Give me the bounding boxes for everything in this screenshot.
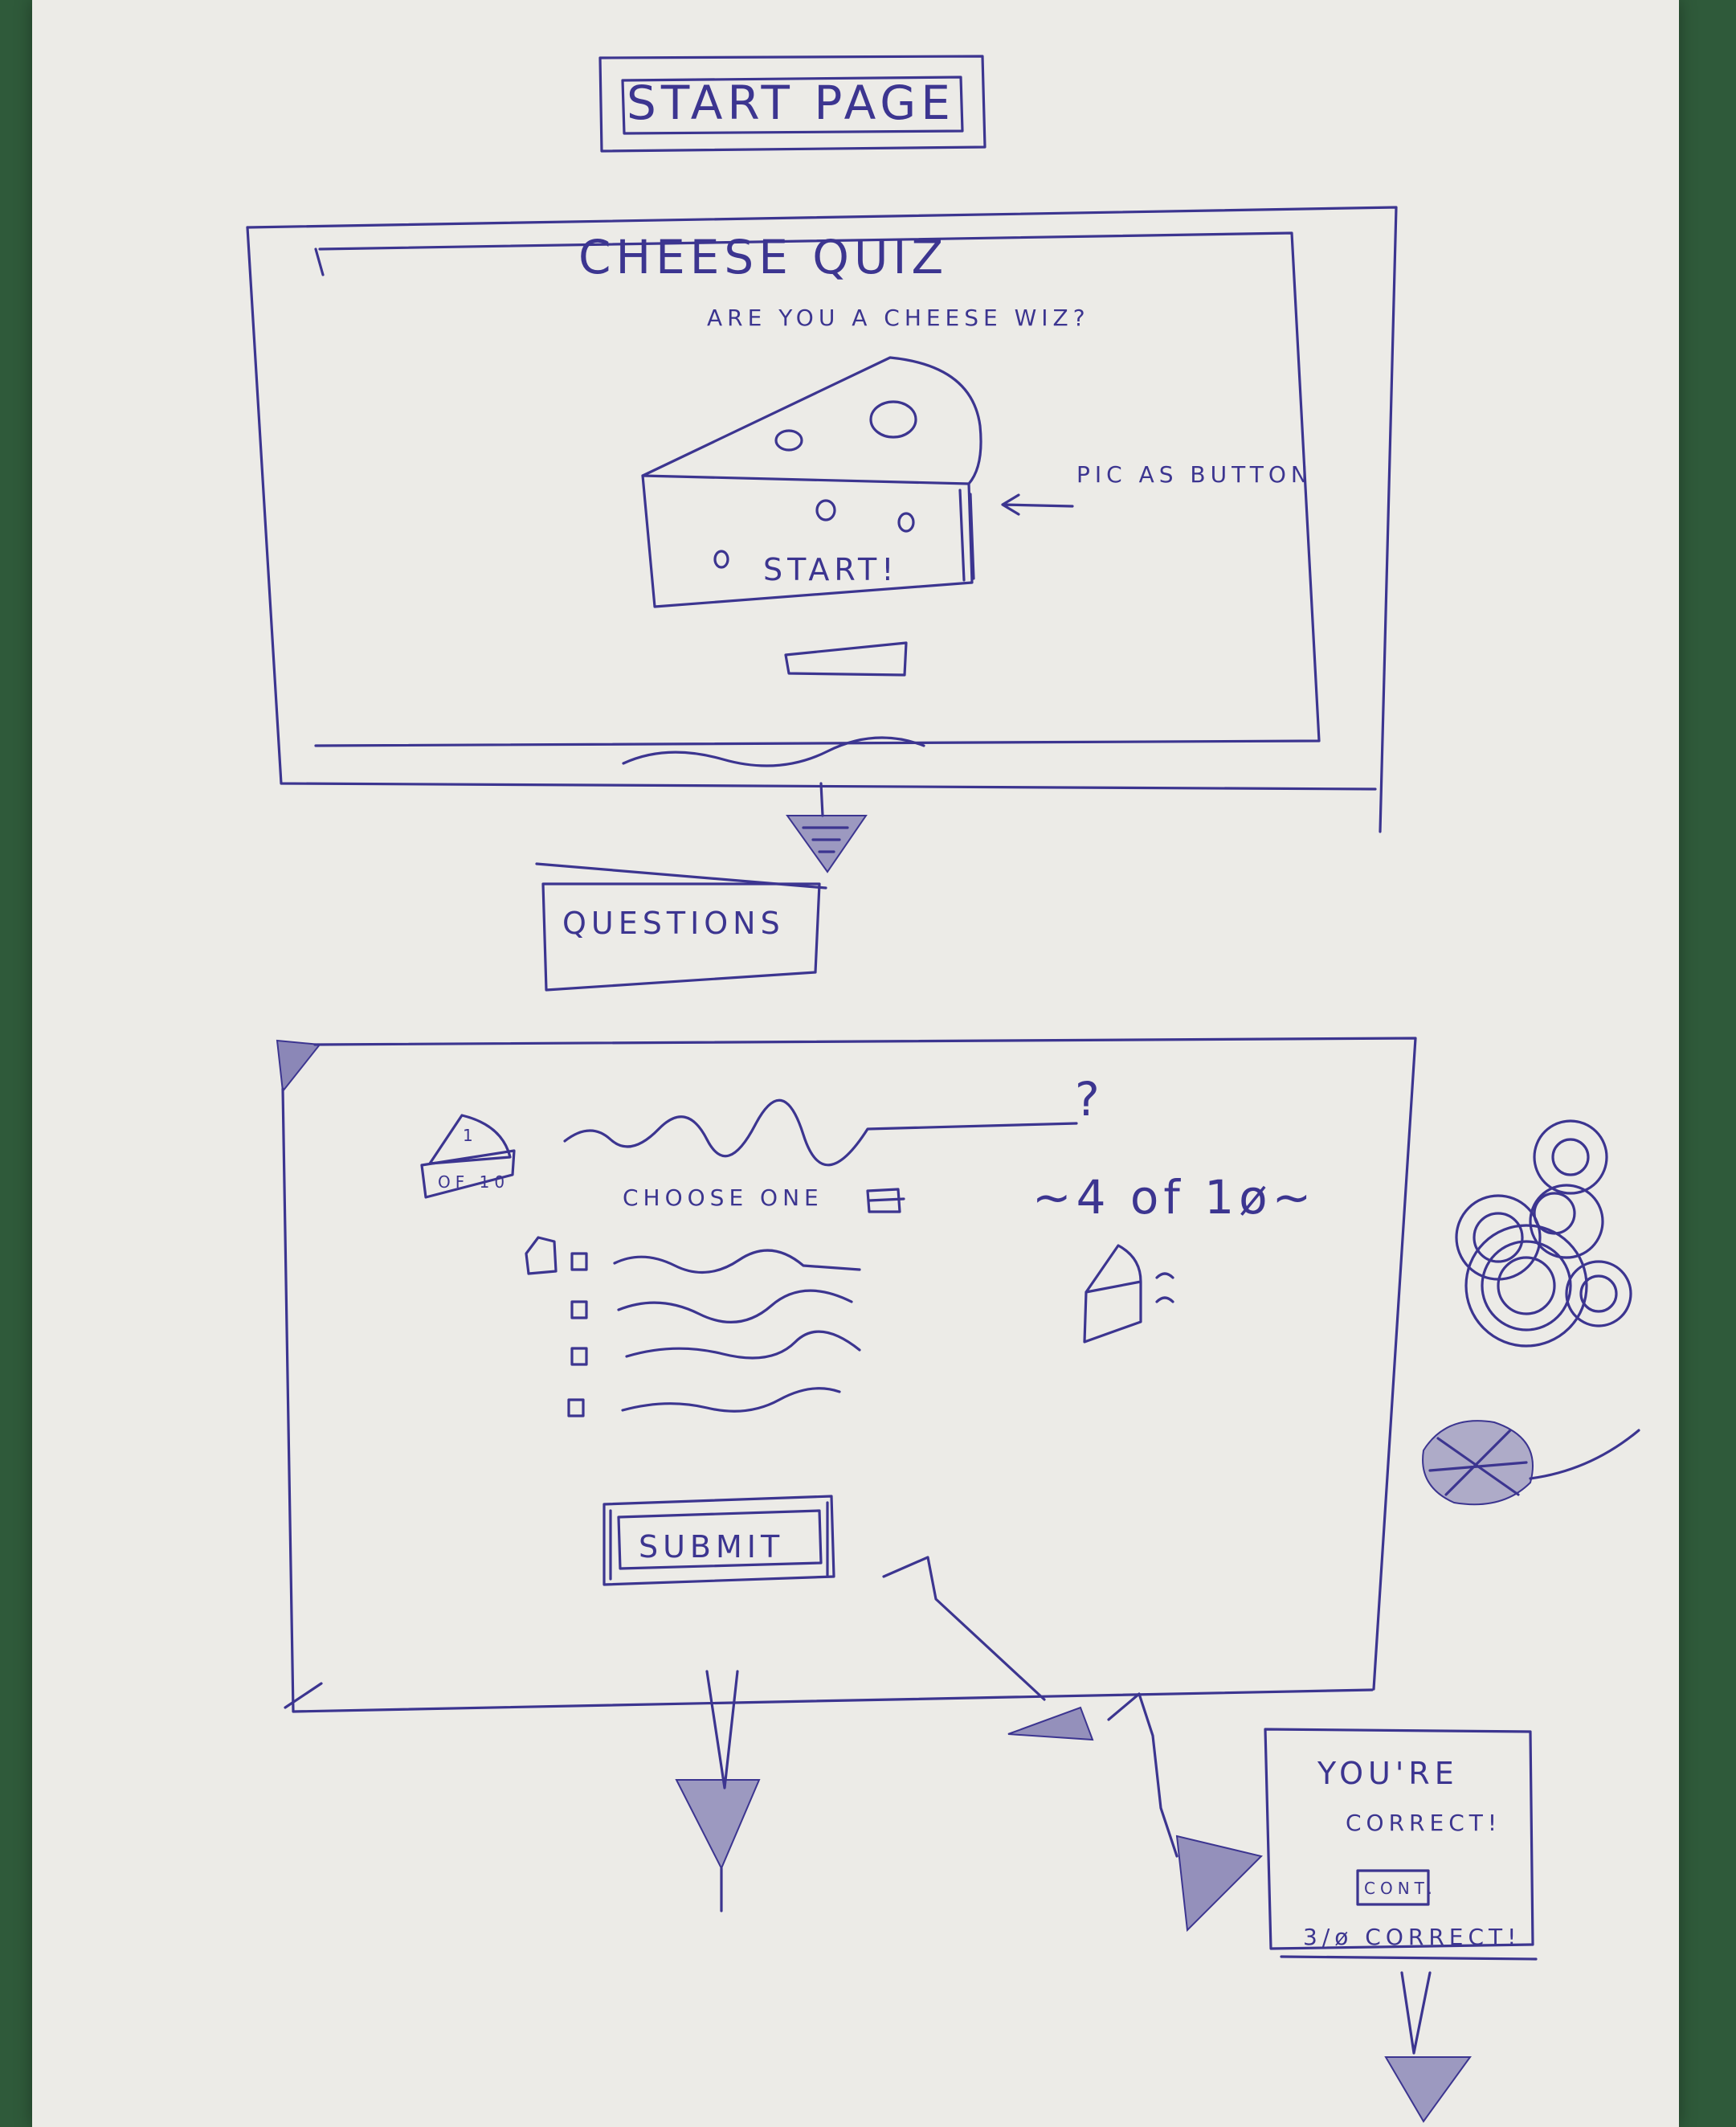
cheese-hole xyxy=(774,429,803,452)
answer-options xyxy=(525,1236,861,1417)
start-screen-subtitle: ARE YOU A CHEESE WIZ? xyxy=(707,305,1090,331)
checkbox-icon xyxy=(866,1188,905,1213)
result-title-2: CORRECT! xyxy=(1346,1810,1501,1836)
option-text-placeholder xyxy=(625,1330,861,1360)
option-checkbox[interactable] xyxy=(570,1252,588,1271)
question-screen-frame xyxy=(276,1037,1417,1713)
continue-button[interactable]: CONT. xyxy=(1356,1869,1437,1906)
annotation-text: PIC AS BUTTON xyxy=(1076,461,1313,488)
continue-button-frame[interactable] xyxy=(1356,1869,1430,1906)
cheese-hole xyxy=(713,550,729,569)
start-screen-title: CHEESE QUIZ xyxy=(578,230,948,284)
cheese-hole xyxy=(869,400,917,439)
option-text-placeholder xyxy=(617,1289,853,1323)
continue-label[interactable]: CONT. xyxy=(1364,1879,1437,1898)
result-popup: YOU'RE CORRECT! CONT. 3/ø CORRECT! xyxy=(1264,1728,1538,1961)
question-progress: ~4 of 1ø~ xyxy=(1032,1170,1316,1225)
question-number-badge: 1 OF 10 xyxy=(420,1114,516,1199)
flow-arrow-diagonal-icon xyxy=(882,1556,1263,1933)
badge-number: 1 xyxy=(463,1126,478,1145)
option-4[interactable] xyxy=(567,1387,841,1417)
submit-button[interactable]: SUBMIT xyxy=(602,1495,835,1586)
flow-arrow-down-icon xyxy=(786,782,868,873)
result-score: 3/ø CORRECT! xyxy=(1303,1924,1521,1950)
cheese-hole xyxy=(815,499,836,522)
question-mark: ? xyxy=(1075,1072,1105,1127)
questions-label: QUESTIONS xyxy=(535,862,827,992)
start-button-label[interactable]: START! xyxy=(763,552,898,587)
option-checkbox[interactable] xyxy=(570,1300,588,1319)
cheese-selector-icon xyxy=(525,1236,558,1275)
choose-one-label: CHOOSE ONE xyxy=(623,1184,823,1211)
start-page-label: START PAGE xyxy=(598,55,986,153)
placeholder-box xyxy=(784,641,908,677)
option-text-placeholder xyxy=(621,1387,841,1413)
start-screen-frame xyxy=(246,206,1398,833)
question-text-placeholder xyxy=(563,1098,1078,1167)
flow-arrow-down-icon xyxy=(675,1670,761,1912)
option-checkbox[interactable] xyxy=(570,1347,588,1366)
option-text-placeholder xyxy=(613,1249,861,1274)
start-page-label-text: START PAGE xyxy=(627,76,955,130)
cheese-hole xyxy=(897,512,915,533)
paper-sheet xyxy=(32,0,1679,2127)
questions-label-text: QUESTIONS xyxy=(562,906,785,941)
option-1[interactable] xyxy=(570,1249,861,1274)
submit-label[interactable]: SUBMIT xyxy=(639,1529,784,1565)
pic-as-button-note: PIC AS BUTTON xyxy=(1001,461,1313,516)
option-3[interactable] xyxy=(570,1330,861,1366)
cheese-icon xyxy=(1083,1244,1174,1344)
scribble-blob xyxy=(1422,1420,1640,1506)
flow-arrow-down-icon xyxy=(1384,1971,1472,2123)
scribble-circles xyxy=(1455,1119,1632,1348)
badge-total: OF 10 xyxy=(438,1172,509,1192)
result-title: YOU'RE xyxy=(1317,1756,1459,1791)
cheese-start-button[interactable]: START! xyxy=(641,356,982,608)
option-2[interactable] xyxy=(570,1289,853,1323)
option-checkbox[interactable] xyxy=(567,1398,585,1417)
